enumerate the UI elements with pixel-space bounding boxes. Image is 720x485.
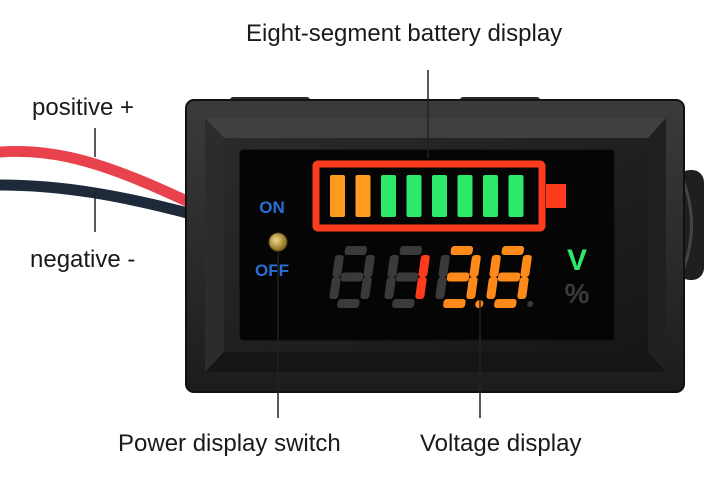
battery-segment [406,175,422,217]
seven-segment-digit [435,246,484,308]
wire-group [0,145,201,221]
power-switch-button[interactable] [268,232,288,252]
battery-display [312,160,566,232]
label-battery-display: Eight-segment battery display [246,20,563,47]
battery-segment [483,175,498,217]
battery-segment [508,175,524,217]
power-switch-area: ON OFF [255,198,289,280]
unit-volt-label: V [567,244,587,277]
battery-segment [330,175,345,217]
unit-percent-label: % [565,278,590,309]
battery-segment [355,175,371,217]
display-window [239,149,615,341]
battery-outline [312,160,546,232]
seven-segment-digit [486,246,534,308]
seven-segment-digit [384,246,430,308]
label-negative: negative - [30,246,136,273]
battery-segment [457,175,473,217]
battery-segment [381,175,396,217]
switch-on-label: ON [259,198,285,217]
label-power-switch: Power display switch [118,430,341,457]
switch-off-label: OFF [255,261,289,280]
voltmeter-device [185,97,704,393]
battery-terminal [546,184,566,208]
battery-segment [432,175,447,217]
positive-wire [0,145,201,211]
label-positive: positive + [32,94,135,121]
voltage-digits [329,246,534,308]
negative-wire [0,179,201,221]
callout-lines [94,70,481,418]
seven-segment-digit [329,246,375,308]
label-voltage-display: Voltage display [420,430,582,457]
